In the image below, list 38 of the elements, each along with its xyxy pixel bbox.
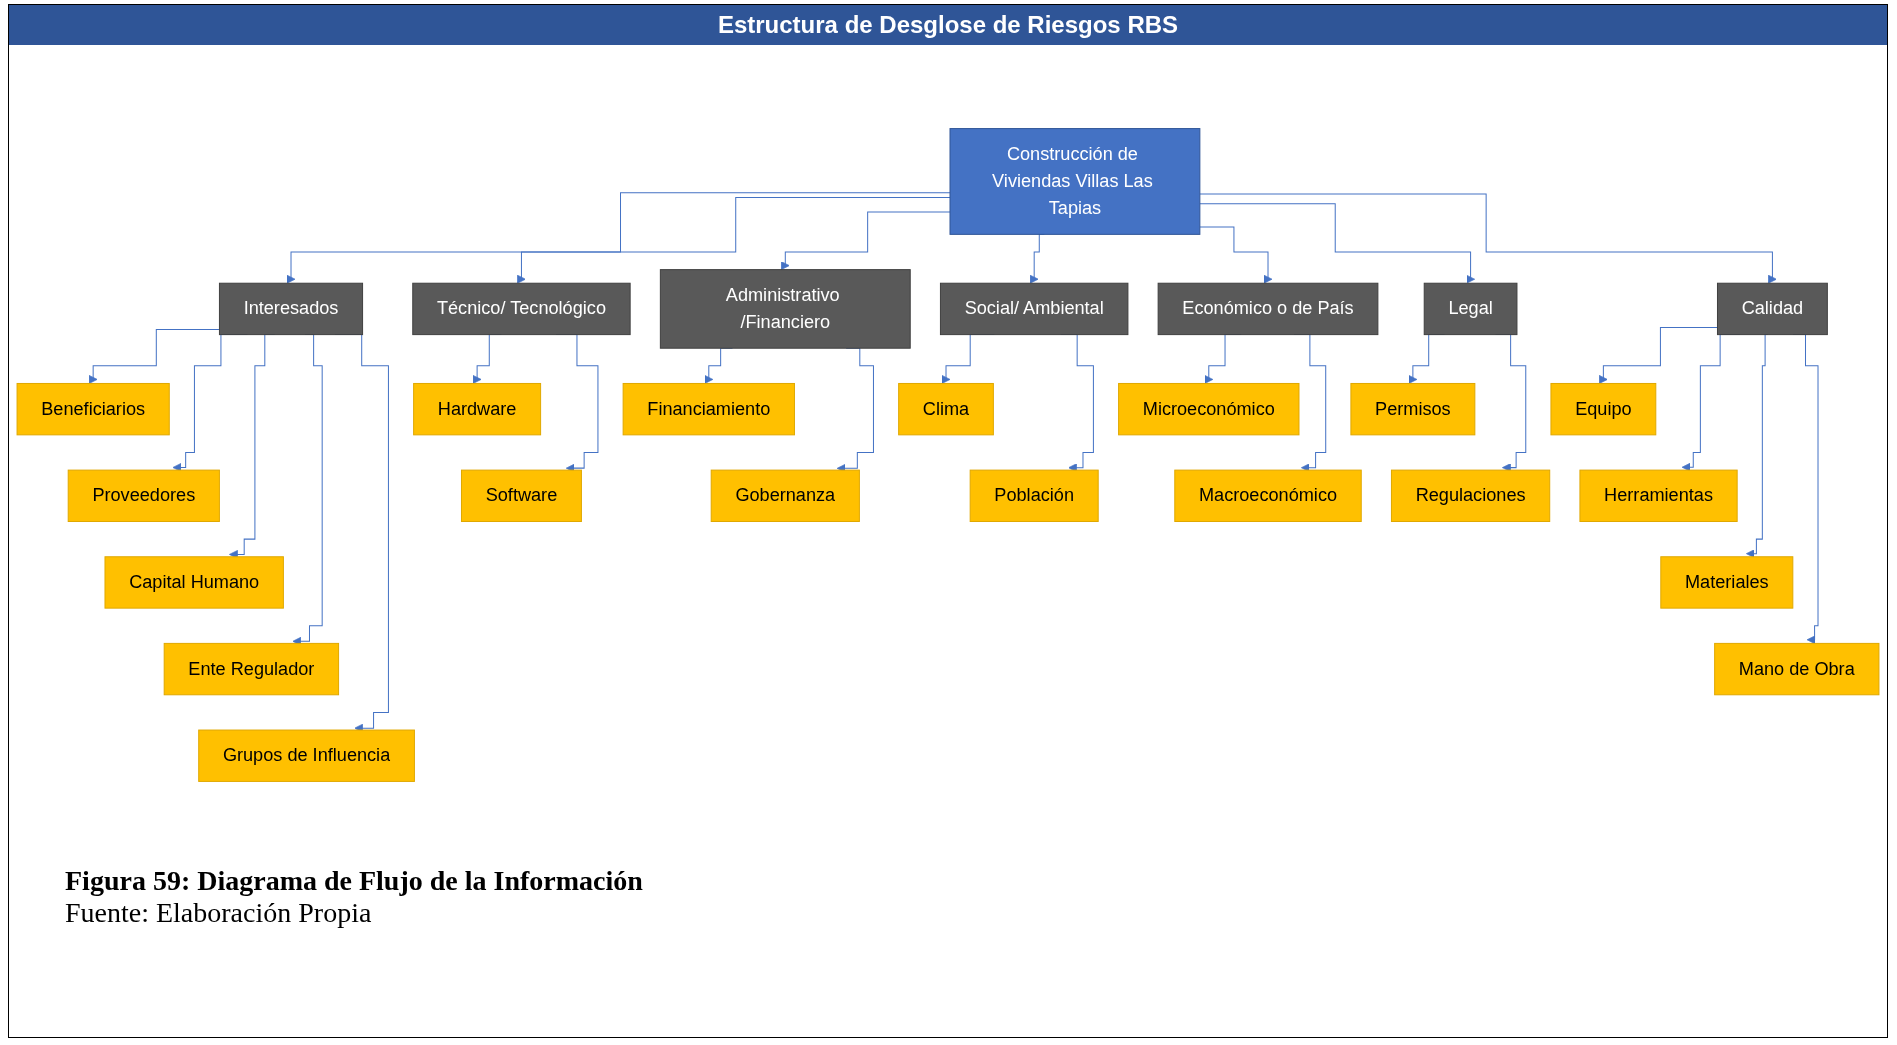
node-box: Herramientas (1579, 469, 1738, 522)
node-box: Gobernanza (710, 469, 860, 522)
node-box: Capital Humano (104, 556, 284, 609)
node-box: Regulaciones (1390, 469, 1551, 522)
caption: Figura 59: Diagrama de Flujo de la Información (65, 865, 643, 896)
node-box: Mano de Obra (1714, 642, 1880, 696)
node-box: Económico o de País (1157, 282, 1379, 336)
node-box: Construcción de Viviendas Villas Las Tapias (949, 128, 1201, 235)
arrow (780, 211, 951, 271)
arrow (1199, 193, 1777, 284)
arrow (286, 192, 951, 284)
title-banner: Estructura de Desglose de Riesgos RBS (9, 5, 1887, 45)
node-box: Legal (1423, 282, 1518, 336)
node-box: Técnico/ Tecnológico (412, 282, 631, 336)
node-box: Calidad (1716, 282, 1828, 336)
node-box: Microeconómico (1118, 382, 1300, 436)
node-box: Interesados (218, 282, 364, 336)
node-box: Administrativo /Financiero (659, 269, 911, 349)
node-box: Financiamiento (622, 382, 795, 436)
arrow (1199, 226, 1273, 284)
node-box: Proveedores (67, 469, 220, 522)
node-box: Equipo (1550, 382, 1657, 436)
node-box: Clima (898, 382, 994, 436)
node-box: Materiales (1660, 556, 1794, 609)
node-box: Software (460, 469, 582, 522)
arrow (1598, 326, 1718, 384)
node-box: Beneficiarios (16, 382, 170, 436)
arrow (88, 329, 220, 384)
node-box: Ente Regulador (163, 642, 340, 696)
node-box: Macroeconómico (1174, 469, 1362, 522)
node-box: Población (969, 469, 1099, 522)
node-box: Social/ Ambiental (939, 282, 1129, 336)
arrow (517, 196, 951, 284)
node-box: Hardware (413, 382, 542, 436)
node-box: Permisos (1350, 382, 1476, 436)
source-note: Fuente: Elaboración Propia (65, 897, 373, 929)
node-box: Grupos de Influencia (198, 729, 415, 782)
arrow (1199, 203, 1475, 284)
